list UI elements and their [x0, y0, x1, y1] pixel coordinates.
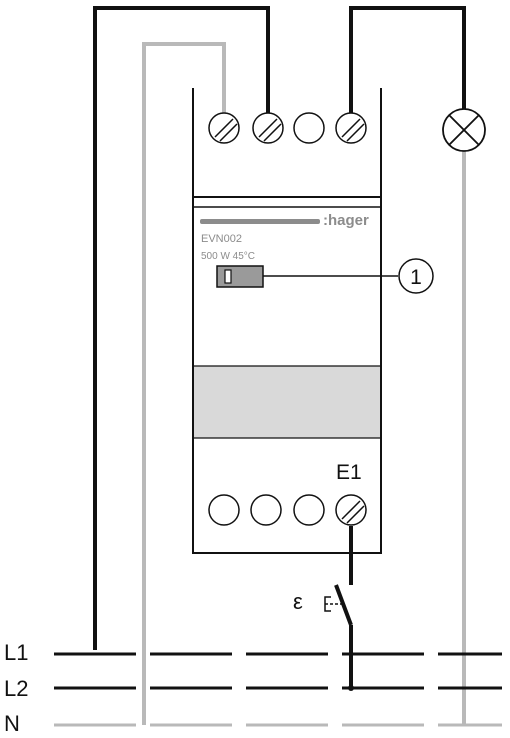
lamp-icon	[442, 108, 486, 152]
slide-switch[interactable]	[216, 265, 264, 288]
terminal-screw[interactable]	[252, 112, 284, 144]
terminal-empty[interactable]	[250, 494, 282, 526]
middle-label-band	[194, 366, 380, 438]
push-button-symbol: ε	[293, 589, 303, 614]
callout-number: 1	[410, 266, 422, 289]
terminal-screw[interactable]	[335, 494, 367, 526]
supply-lines	[54, 652, 502, 727]
rating-label: 500 W 45°C	[201, 251, 255, 262]
label-l2: L2	[4, 676, 28, 701]
model-label: EVN002	[201, 233, 242, 245]
phase-wiring	[93, 6, 466, 688]
terminal-label-e1: E1	[336, 461, 362, 484]
callout-circle	[398, 258, 434, 294]
top-terminals	[208, 112, 367, 144]
terminal-empty[interactable]	[293, 494, 325, 526]
terminal-screw[interactable]	[335, 112, 367, 144]
bottom-terminals	[208, 494, 367, 526]
brand-bar	[200, 219, 320, 224]
hager-evn002-module: :hager EVN002 500 W 45°C 1 E1	[192, 88, 434, 554]
label-l1: L1	[4, 640, 28, 665]
terminal-empty[interactable]	[293, 112, 325, 144]
terminal-empty[interactable]	[208, 494, 240, 526]
push-button-switch	[324, 596, 342, 612]
label-n: N	[4, 711, 20, 736]
switch-knob	[224, 269, 232, 284]
neutral-wiring	[142, 42, 466, 725]
junction-dot	[348, 685, 354, 691]
brand-logo: :hager	[323, 212, 369, 229]
terminal-screw[interactable]	[208, 112, 240, 144]
